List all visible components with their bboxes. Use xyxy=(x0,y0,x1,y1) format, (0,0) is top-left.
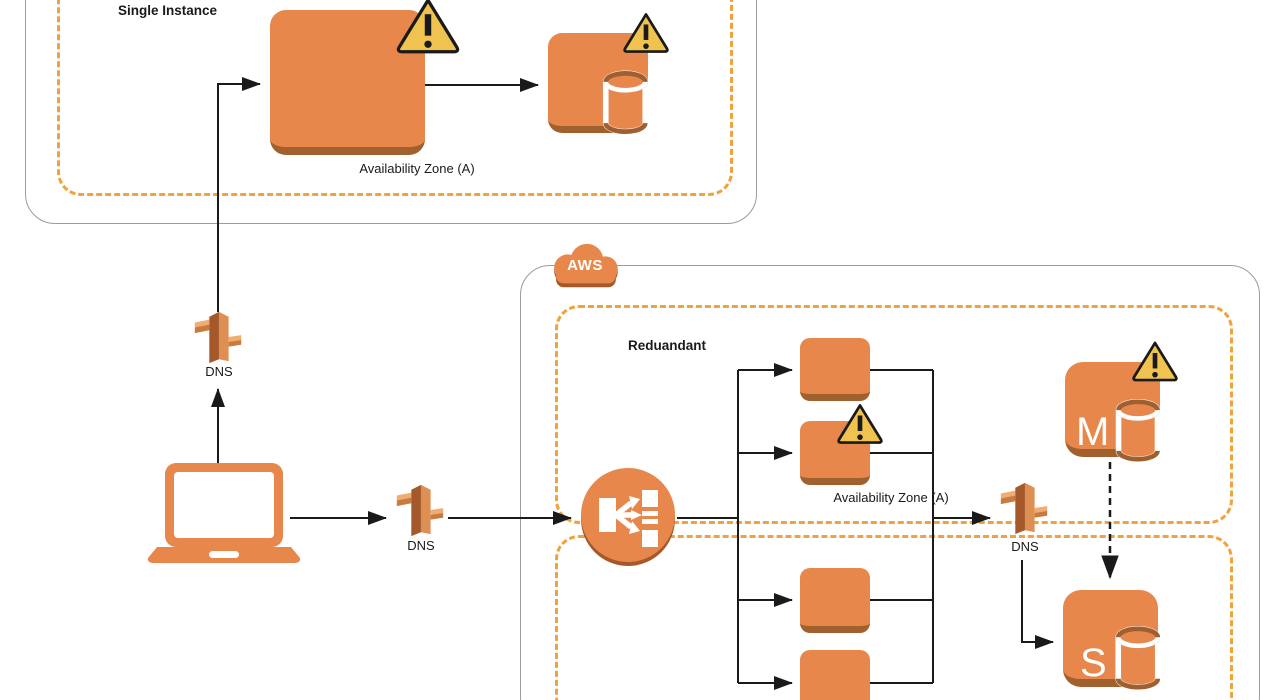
warning-icon xyxy=(623,13,669,53)
dns-icon xyxy=(396,484,444,537)
slave-letter: S xyxy=(1080,641,1107,685)
single-instance-title: Single Instance xyxy=(118,3,218,18)
arrow-dns-top-to-ec2 xyxy=(217,77,261,312)
single-instance-az-box xyxy=(57,0,733,196)
aws-cloud-icon xyxy=(554,243,618,288)
redundant-az-a-box xyxy=(555,305,1233,524)
load-balancer-icon xyxy=(581,468,675,566)
arrow-dns-right-to-slave xyxy=(1021,560,1054,649)
laptop-icon xyxy=(147,463,301,563)
warning-icon xyxy=(396,0,460,54)
ec2-instance-1 xyxy=(800,338,870,401)
warning-icon xyxy=(1132,341,1178,382)
ec2-instance-2 xyxy=(800,421,870,485)
dns-right-label: DNS xyxy=(1011,539,1039,554)
redundant-title: Reduandant xyxy=(628,338,707,353)
redundant-az-b-box xyxy=(555,535,1233,700)
ec2-instance-3 xyxy=(800,568,870,633)
dns-top-label: DNS xyxy=(205,364,233,379)
redundant-az-a-label: Availability Zone (A) xyxy=(833,490,949,505)
database-cylinder-icon xyxy=(1115,626,1161,690)
ec2-instance-4 xyxy=(800,650,870,700)
aws-container xyxy=(520,265,1260,700)
master-letter: M xyxy=(1076,410,1110,454)
database-cylinder-icon xyxy=(602,70,649,135)
warning-icon xyxy=(837,404,883,444)
database-cylinder-icon xyxy=(1115,399,1161,462)
dns-icon xyxy=(1000,482,1048,535)
aws-cloud-label: AWS xyxy=(567,257,603,274)
single-instance-container xyxy=(25,0,757,224)
single-instance-az-label: Availability Zone (A) xyxy=(359,161,475,176)
dns-middle-label: DNS xyxy=(407,538,435,553)
dns-icon xyxy=(194,311,242,364)
ec2-instance-single xyxy=(270,10,425,155)
